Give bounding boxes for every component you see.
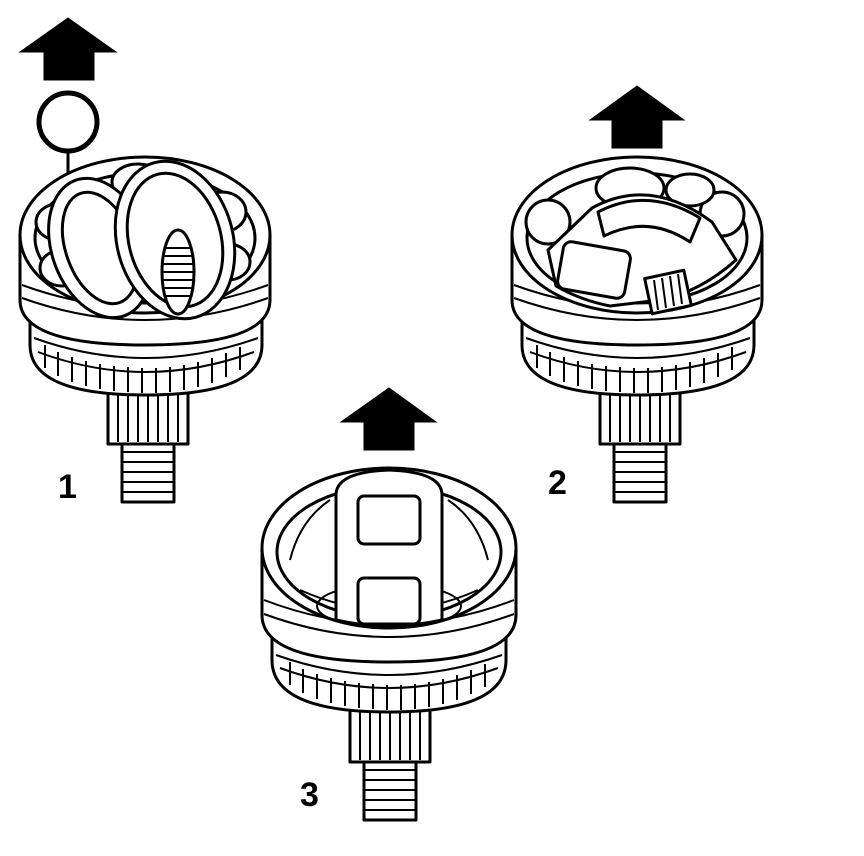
bearing-cage-tilted bbox=[34, 159, 252, 321]
cage-window-lower bbox=[356, 576, 422, 626]
up-arrow-icon bbox=[339, 387, 438, 451]
step-2-label: 2 bbox=[548, 464, 567, 502]
step-1-label: 1 bbox=[58, 468, 77, 506]
step-1-assembly: 1 bbox=[18, 17, 272, 506]
callout-circle-icon bbox=[36, 90, 100, 154]
bearing-cage-rotated bbox=[524, 166, 746, 316]
up-arrow-icon bbox=[588, 85, 686, 149]
threaded-stem bbox=[598, 380, 682, 504]
cage-window-upper bbox=[356, 494, 422, 546]
step-3-label: 3 bbox=[300, 776, 319, 814]
threaded-stem bbox=[348, 698, 432, 822]
up-arrow-icon bbox=[18, 17, 118, 81]
step-2-assembly: 2 bbox=[510, 85, 764, 504]
cage-window bbox=[556, 240, 632, 300]
cage-vertical bbox=[334, 468, 444, 628]
step-3-assembly: 3 bbox=[260, 387, 518, 822]
threaded-stem bbox=[106, 380, 190, 504]
